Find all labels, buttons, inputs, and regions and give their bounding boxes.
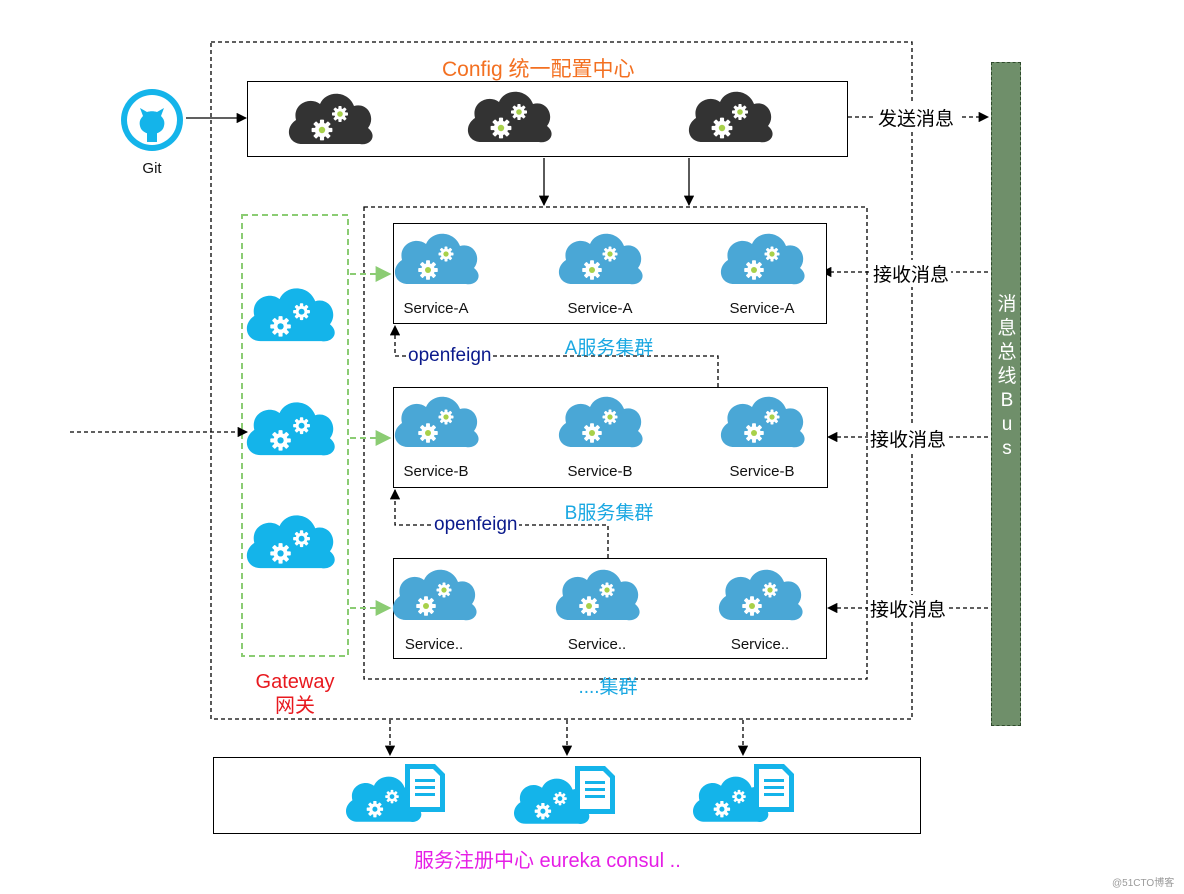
- cloud-gear-icon: [394, 396, 479, 448]
- service-c-3-label: Service..: [730, 636, 790, 653]
- service-cloud-icons: [392, 233, 805, 621]
- service-b-3-label: Service-B: [729, 463, 795, 480]
- service-a-1-label: Service-A: [403, 300, 469, 317]
- document-icon: [575, 766, 615, 814]
- openfeign-b-to-a-line: [389, 324, 719, 387]
- config-title: Config 统一配置中心: [442, 58, 635, 81]
- cloud-gear-icon: [394, 233, 479, 285]
- cloud-gear-icon: [558, 233, 643, 285]
- bus-label: 消 息 总 线 B u s: [997, 294, 1017, 459]
- openfeign-label-1: openfeign: [406, 345, 494, 367]
- message-bus: 消 息 总 线 B u s: [991, 62, 1021, 726]
- cluster-c-label: ....集群: [578, 677, 638, 698]
- git-label: Git: [142, 160, 162, 177]
- cloud-gear-icon: [720, 396, 805, 448]
- services-container-border: [363, 206, 868, 680]
- document-icon: [754, 764, 794, 812]
- service-b-2-label: Service-B: [567, 463, 633, 480]
- cloud-gear-icon: [718, 569, 803, 621]
- cloud-gear-icon: [693, 776, 769, 823]
- cluster-a-label: A服务集群: [564, 338, 654, 359]
- cloud-gear-icon: [555, 569, 640, 621]
- cloud-gear-icon: [392, 569, 477, 621]
- git-node: Git: [120, 88, 184, 177]
- cloud-gear-icon: [288, 93, 373, 145]
- service-a-2-label: Service-A: [567, 300, 633, 317]
- cloud-gear-icon: [246, 288, 335, 342]
- cloud-gear-icon: [558, 396, 643, 448]
- cloud-gear-icon: [720, 233, 805, 285]
- cloud-gear-icon: [246, 515, 335, 569]
- receive-message-label-b: 接收消息: [868, 425, 949, 452]
- receive-message-label-a: 接收消息: [871, 260, 952, 287]
- receive-message-label-c: 接收消息: [868, 595, 949, 622]
- gateway-title: Gateway 网关: [255, 671, 335, 717]
- service-a-3-label: Service-A: [729, 300, 795, 317]
- cloud-gear-icon: [346, 776, 422, 823]
- service-c-2-label: Service..: [567, 636, 627, 653]
- document-icon: [405, 764, 445, 812]
- main-container-border: [210, 41, 913, 720]
- service-b-1-label: Service-B: [403, 463, 469, 480]
- send-message-label: 发送消息: [876, 104, 957, 131]
- github-icon: [121, 89, 183, 151]
- cloud-gear-icon: [246, 402, 335, 456]
- openfeign-c-to-b-line: [389, 488, 609, 558]
- cluster-b-label: B服务集群: [564, 503, 654, 524]
- watermark: @51CTO博客: [1112, 878, 1175, 889]
- registry-title: 服务注册中心 eureka consul ..: [414, 850, 681, 872]
- cloud-gear-icon: [514, 778, 590, 825]
- openfeign-label-2: openfeign: [432, 514, 520, 536]
- cloud-gear-icon: [467, 91, 552, 143]
- service-c-1-label: Service..: [404, 636, 464, 653]
- cloud-gear-icon: [688, 91, 773, 143]
